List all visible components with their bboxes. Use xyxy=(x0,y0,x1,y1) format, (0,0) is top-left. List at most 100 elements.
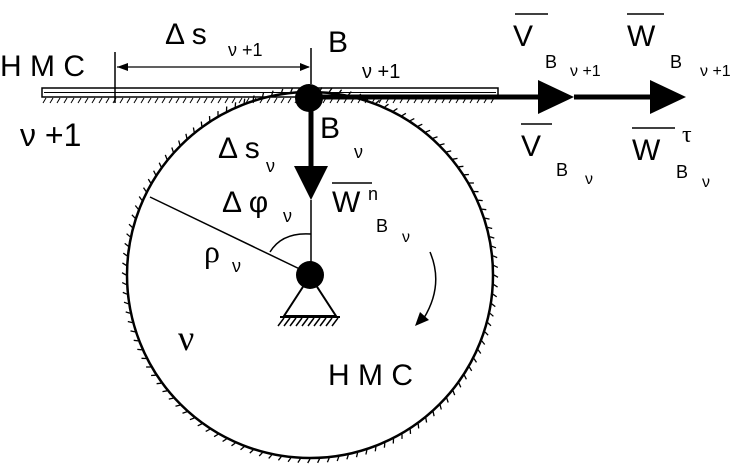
wheel-tooth xyxy=(156,382,162,385)
wheel-tooth xyxy=(171,147,174,153)
velocity-arrowhead xyxy=(538,80,574,114)
wheel-tooth xyxy=(122,291,128,295)
wheel-tooth xyxy=(493,284,498,288)
normal-accel-arrowhead xyxy=(294,166,328,200)
wheel-tooth xyxy=(243,98,246,104)
wheel-tooth xyxy=(487,226,493,230)
label-w-b-nu1-sub2: ν +1 xyxy=(700,63,731,80)
wheel-tooth xyxy=(124,242,129,247)
wheel-teeth xyxy=(121,86,499,464)
ground-hatch-mark xyxy=(301,317,309,327)
wheel-tooth xyxy=(492,255,498,259)
wheel-tooth xyxy=(307,458,311,464)
label-v-b-nu1-main: V xyxy=(513,20,533,53)
wheel-tooth xyxy=(231,442,236,447)
wheel-tooth xyxy=(409,118,415,122)
label-w-tau-sub2: ν xyxy=(702,174,710,191)
wheel-tooth xyxy=(365,449,368,455)
rack-hatch-mark xyxy=(126,97,131,104)
wheel-tooth xyxy=(297,458,301,463)
wheel-tooth xyxy=(346,454,349,460)
wheel-tooth xyxy=(458,165,464,168)
wheel-tooth xyxy=(213,433,219,438)
label-delta-s-nu-sub: ν xyxy=(266,156,275,176)
wheel-tooth xyxy=(473,358,478,363)
accel-arrowhead xyxy=(650,80,686,114)
label-w-tau-sub1: B xyxy=(676,162,688,182)
wheel-tooth xyxy=(287,457,292,463)
ground-hatch-mark xyxy=(277,317,285,327)
rack-hatch-mark xyxy=(210,97,215,104)
label-delta-phi-main: Δ φ xyxy=(222,186,268,219)
rack-hatch-mark xyxy=(252,97,257,104)
radius-line xyxy=(149,196,309,274)
label-w-n-sup: n xyxy=(368,184,378,204)
wheel-tooth xyxy=(130,330,136,333)
wheel-tooth xyxy=(493,274,499,278)
wheel-tooth xyxy=(491,245,497,249)
label-hmc-bottom: H M C xyxy=(328,359,413,392)
wheel-tooth xyxy=(491,303,496,308)
wheel-tooth xyxy=(138,196,143,201)
ground-hatch-mark xyxy=(289,317,297,327)
label-nu-plus-1: ν +1 xyxy=(20,117,81,153)
wheel-tooth xyxy=(384,103,389,108)
rack-hatch-mark xyxy=(266,97,271,104)
wheel-tooth xyxy=(121,282,127,286)
label-delta-s-sub: ν +1 xyxy=(228,40,263,60)
wheel-tooth xyxy=(153,170,157,176)
wheel-tooth xyxy=(493,264,499,268)
rack-bar xyxy=(41,87,499,98)
rack-hatch-mark xyxy=(231,97,236,104)
wheel-tooth xyxy=(492,293,498,298)
wheel-tooth xyxy=(326,457,330,463)
rack-hatch-mark xyxy=(175,97,180,104)
wheel-tooth xyxy=(452,157,458,160)
rack-hatch-mark xyxy=(140,97,145,104)
label-rho-sub: ν xyxy=(232,256,241,276)
wheel-tooth xyxy=(355,452,359,458)
rack-hatch-mark xyxy=(77,97,82,104)
wheel-tooth xyxy=(484,217,490,220)
wheel-tooth xyxy=(133,339,139,342)
ground-hatch-mark xyxy=(331,317,339,327)
label-b-nu-main: B xyxy=(320,112,340,145)
wheel-tooth xyxy=(336,456,340,462)
rack-hatch-mark xyxy=(91,97,96,104)
wheel-tooth xyxy=(200,121,203,127)
wheel-tooth xyxy=(401,112,407,117)
wheel-tooth xyxy=(127,320,133,324)
rack-hatch-mark xyxy=(133,97,138,104)
wheel-tooth xyxy=(240,446,245,451)
label-v-b-nu-sub1: B xyxy=(556,160,568,180)
ground-hatch-mark xyxy=(319,317,327,327)
rack-hatch-mark xyxy=(245,97,250,104)
rack-hatch-mark xyxy=(70,97,75,104)
label-v-b-nu-sub2: ν xyxy=(585,171,593,188)
curved-arrow-icon xyxy=(415,251,437,326)
label-v-b-nu1-sub2: ν +1 xyxy=(570,63,601,80)
wheel-tooth xyxy=(489,312,494,317)
wheel-tooth xyxy=(481,208,487,211)
wheel-tooth xyxy=(128,223,133,228)
rack-hatch-mark xyxy=(42,97,47,104)
wheel-tooth xyxy=(205,428,211,432)
dim-arrowhead-left xyxy=(117,63,128,71)
wheel-tooth xyxy=(162,390,168,393)
label-w-tau-sup: τ xyxy=(682,122,692,148)
rack-hatch-mark xyxy=(63,97,68,104)
label-b-nu-plus-1-main: B xyxy=(328,26,348,59)
rack-hatch-mark xyxy=(273,97,278,104)
ground-hatch-mark xyxy=(295,317,303,327)
rack-hatch-mark xyxy=(189,97,194,104)
rack-hatch-mark xyxy=(259,97,264,104)
label-delta-s-nu-main: Δ s xyxy=(218,132,260,165)
wheel-tooth xyxy=(417,423,420,429)
wheel-tooth xyxy=(432,411,435,417)
wheel-tooth xyxy=(268,454,273,459)
wheel-tooth xyxy=(393,107,398,112)
rack-hatch-mark xyxy=(49,97,54,104)
label-b-nu-plus-1-sub: ν +1 xyxy=(362,61,400,83)
